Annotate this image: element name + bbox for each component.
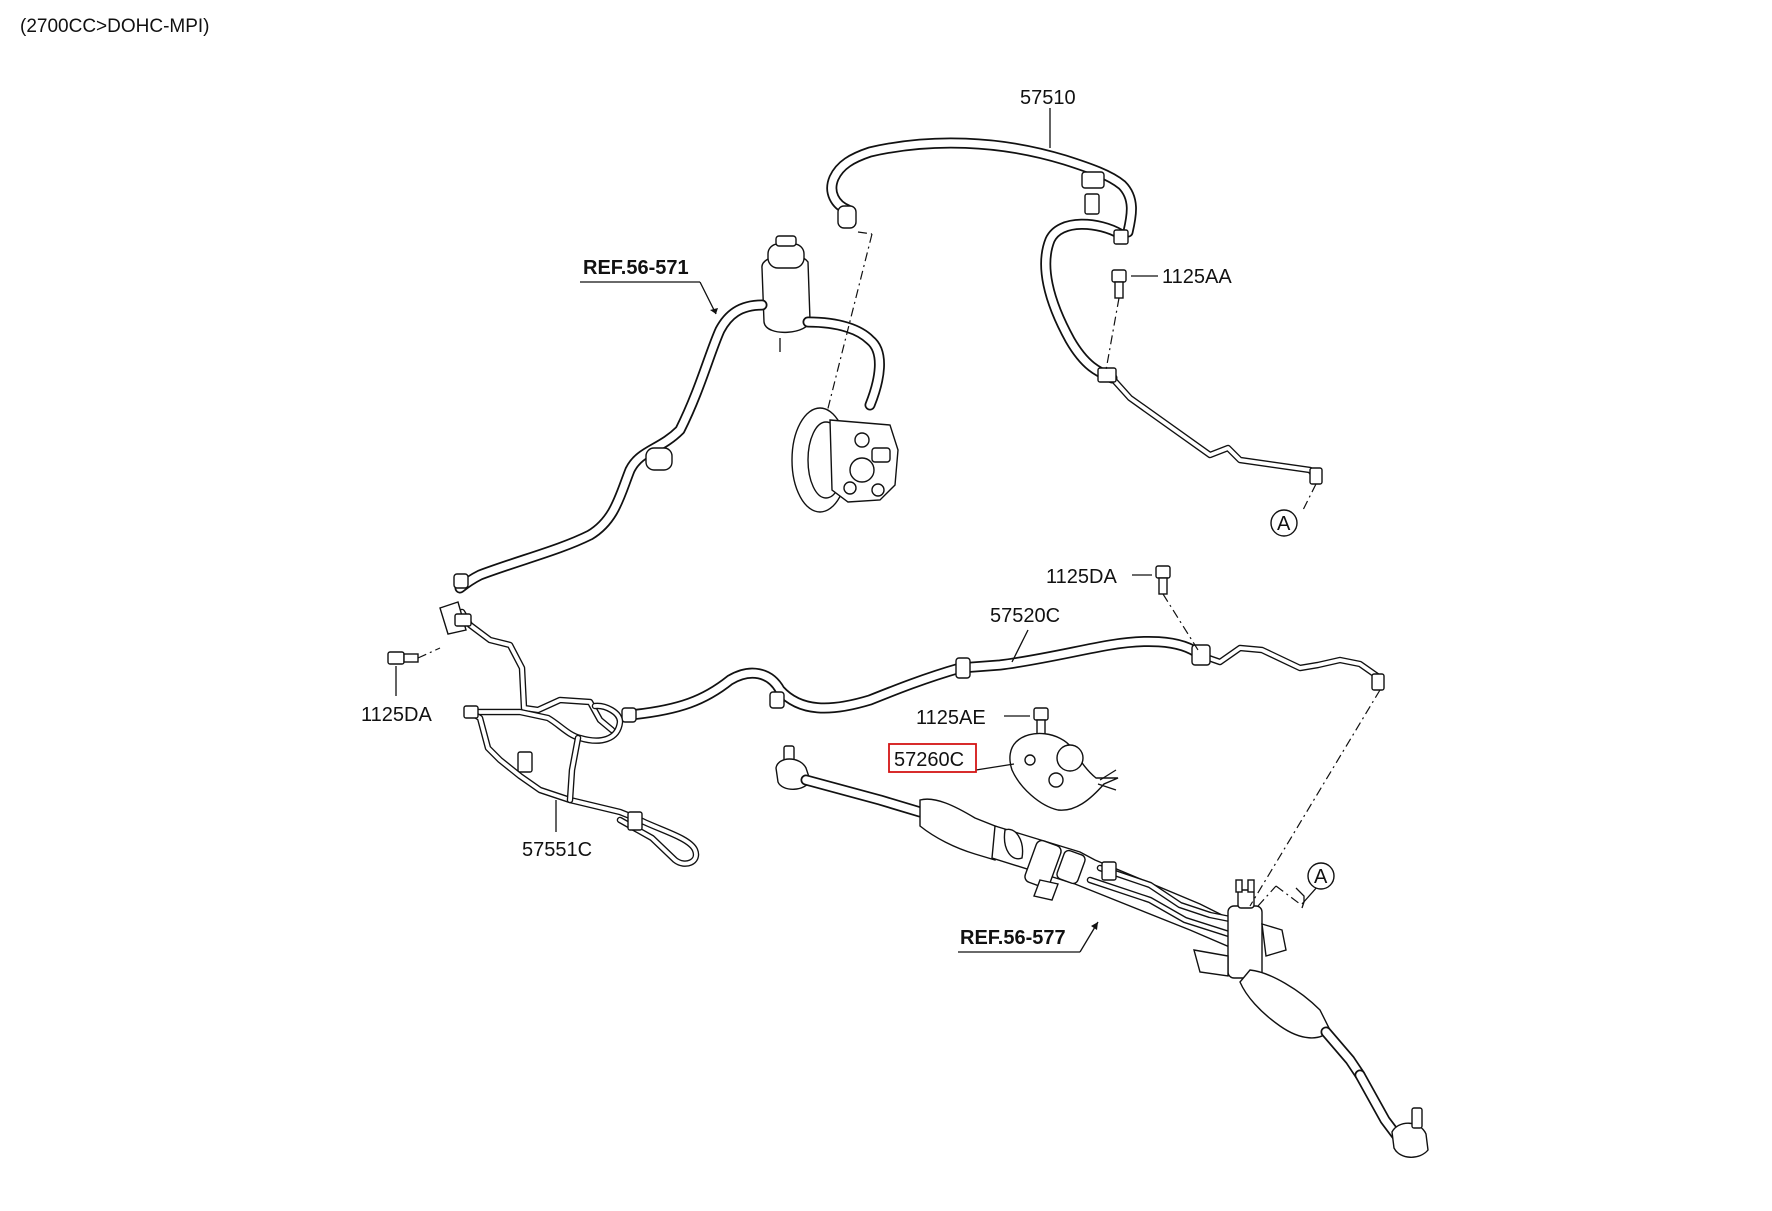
label-1125AA: 1125AA	[1162, 266, 1232, 288]
label-57510: 57510	[1020, 87, 1076, 109]
pressure-hose-57510[interactable]	[826, 137, 1323, 485]
bolt-icon	[1111, 269, 1158, 299]
return-hose[interactable]	[453, 299, 768, 594]
marker-a-top	[1270, 509, 1298, 537]
marker-a-top-letter: A	[1277, 513, 1291, 535]
tie-rod-icon	[775, 745, 926, 818]
engine-variant-title: (2700CC>DOHC-MPI)	[20, 16, 210, 37]
tie-rod-icon	[1320, 1026, 1429, 1158]
bolt-icon	[1155, 565, 1171, 595]
label-57520C: 57520C	[990, 605, 1060, 627]
ref-56-577-label[interactable]: REF.56-577	[960, 927, 1066, 949]
label-1125DA-right: 1125DA	[1046, 566, 1117, 588]
tube-57520C[interactable]	[458, 608, 1385, 734]
label-1125AE: 1125AE	[916, 707, 986, 729]
bracket-57260C[interactable]	[1009, 732, 1119, 811]
highlight-57260C	[888, 743, 977, 773]
label-57260C[interactable]: 57260C	[894, 749, 964, 771]
label-57551C: 57551C	[522, 839, 592, 861]
marker-a-bottom	[1307, 862, 1335, 890]
ref-56-571-label[interactable]: REF.56-571	[583, 257, 689, 279]
bolt-icon	[1033, 707, 1049, 735]
marker-a-bottom-letter: A	[1314, 866, 1328, 888]
reservoir-icon	[761, 235, 811, 352]
tube-57551C[interactable]	[463, 702, 700, 867]
bracket-icon	[439, 601, 472, 635]
bolt-icon	[387, 651, 419, 665]
label-1125DA-left: 1125DA	[361, 704, 432, 726]
steering-rack-icon	[775, 745, 1429, 1158]
pump-icon	[791, 407, 899, 513]
